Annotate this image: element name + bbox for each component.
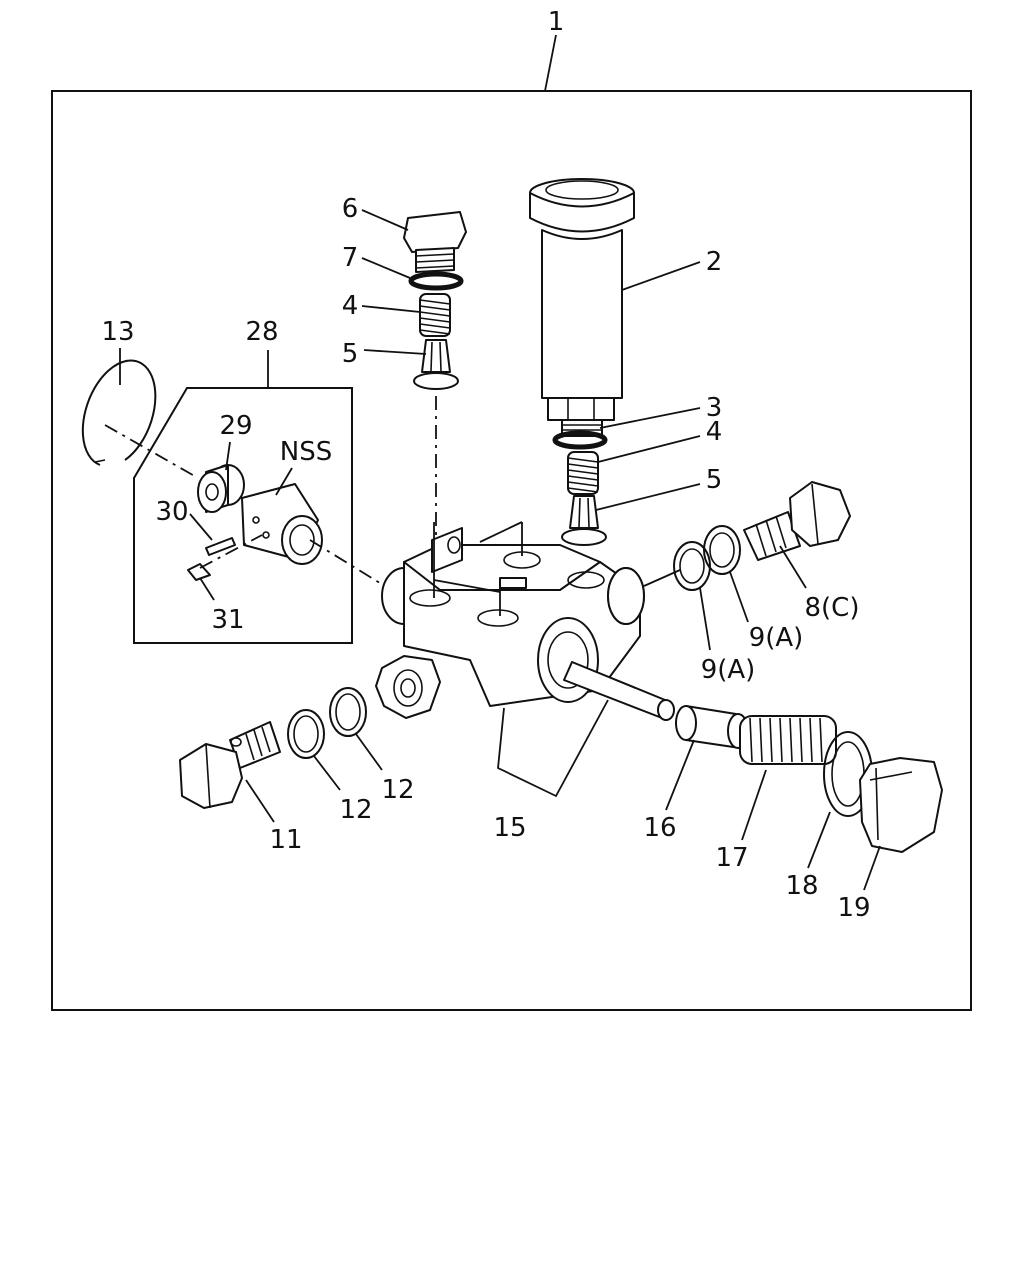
valve-5-right [561,495,607,546]
callout-11: 11 [269,825,302,855]
spring-4-left [419,293,451,337]
nss-housing [241,483,323,565]
callout-6: 6 [342,194,359,224]
left-fitting [375,655,441,719]
leader-15 [497,699,609,798]
callout-30: 30 [155,497,188,527]
callout-29: 29 [219,411,252,441]
collar-29 [197,464,245,513]
eye-bolt-8c [743,481,851,561]
callout-9a-lower: 9(A) [701,655,756,685]
priming-pump-2 [529,178,635,421]
callout-17: 17 [715,843,748,873]
pin-30 [205,537,236,556]
valve-5-left [413,339,459,390]
subassembly-28-frame [133,387,353,644]
assembly-frame [51,90,972,1011]
callout-31: 31 [211,605,244,635]
callout-16: 16 [643,813,676,843]
callout-3: 3 [706,393,723,423]
callout-19: 19 [837,893,870,923]
callout-18: 18 [785,871,818,901]
callout-12a: 12 [339,795,372,825]
spring-17 [739,715,837,765]
spring-4-right [567,451,599,495]
callout-9a-upper: 9(A) [749,623,804,653]
washer-12-left [287,709,325,759]
washer-9a-inner [703,525,741,575]
screw-31 [187,563,211,581]
callout-5b: 5 [706,465,723,495]
plug-19 [859,757,943,853]
plug-6 [403,211,467,273]
callout-15: 15 [493,813,526,843]
callout-28: 28 [245,317,278,347]
eye-bolt-11 [179,721,281,809]
right-fitting [607,567,645,625]
washer-12-right [329,687,367,737]
piston-16 [675,705,749,749]
callout-12b: 12 [381,775,414,805]
callout-4b: 4 [706,417,723,447]
leader-1 [544,34,557,92]
callout-nss: NSS [280,437,332,467]
callout-1: 1 [548,7,565,37]
washer-9a-outer [673,541,711,591]
callout-13: 13 [101,317,134,347]
callout-2: 2 [706,247,723,277]
callout-7: 7 [342,243,359,273]
o-ring-3 [552,430,608,450]
o-ring-7 [408,271,464,291]
callout-4a: 4 [342,291,359,321]
snap-ring-13 [81,359,157,466]
callout-8c: 8(C) [805,593,860,623]
callout-5a: 5 [342,339,359,369]
shaft [563,661,675,721]
